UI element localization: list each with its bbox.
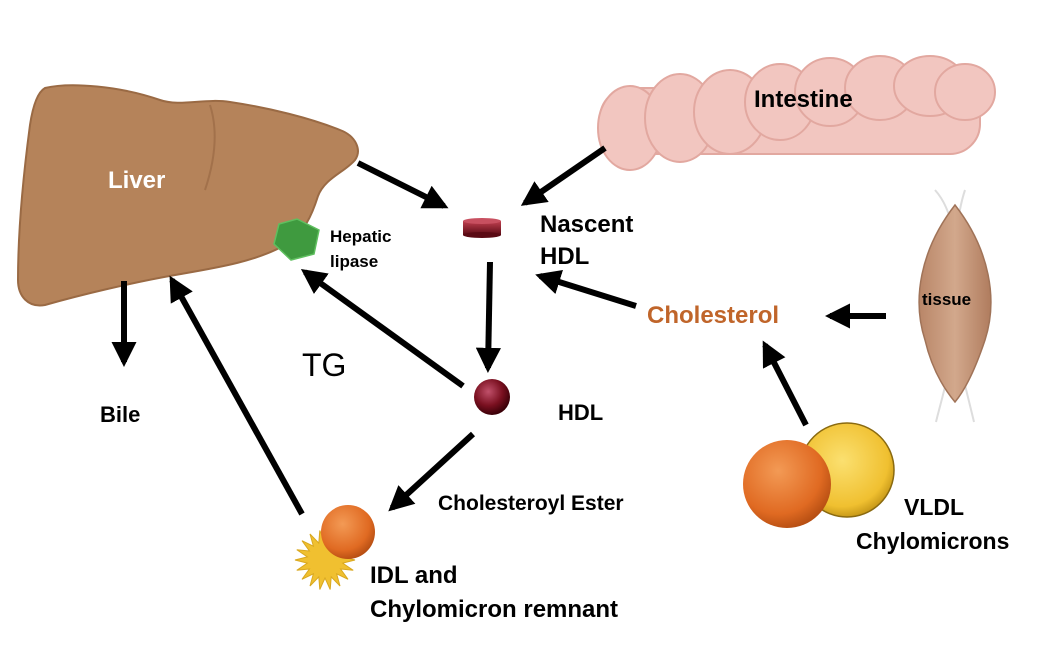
- vldl-label-line1: VLDL: [904, 494, 964, 520]
- arrow-idl-to-liver: [169, 275, 305, 516]
- arrow-liver-to-nascent-hdl: [356, 160, 449, 209]
- arrow-hdl-to-idl: [388, 431, 476, 512]
- arrow-intestine-to-nascent-hdl: [520, 145, 607, 206]
- liver-label: Liver: [108, 167, 165, 194]
- intestine-organ: [597, 55, 996, 171]
- vldl-label-line2: Chylomicrons: [856, 528, 1009, 554]
- tg-label: TG: [302, 347, 346, 383]
- hepatic-lipase-label-line2: lipase: [330, 252, 378, 271]
- idl-label-line2: Chylomicron remnant: [370, 596, 618, 623]
- nascent-hdl-label-line1: Nascent: [540, 211, 633, 238]
- cholesteryl-ester-label: Cholesteroyl Ester: [438, 492, 624, 515]
- hepatic-lipase-shape: [273, 218, 320, 261]
- tissue-fiber: [918, 189, 992, 423]
- arrow-group: [111, 145, 886, 516]
- arrow-nascent-to-hdl: [475, 261, 501, 374]
- hdl-label: HDL: [558, 400, 603, 425]
- nascent-hdl-disc: [463, 218, 501, 238]
- arrow-hdl-to-hepatic-lipase: [300, 269, 465, 389]
- hepatic-lipase-label-line1: Hepatic: [330, 227, 391, 246]
- nascent-hdl-label-line2: HDL: [540, 243, 589, 270]
- vldl-chylomicron-particles: [743, 422, 895, 528]
- arrow-vldl-to-cholesterol: [762, 340, 809, 427]
- hdl-particle: [474, 379, 510, 415]
- idl-remnant-particle: [294, 505, 375, 590]
- arrow-cholesterol-to-nascent-hdl: [535, 269, 637, 309]
- idl-label-line1: IDL and: [370, 562, 458, 589]
- bile-label: Bile: [100, 402, 140, 427]
- tissue-label: tissue: [922, 290, 971, 309]
- intestine-label: Intestine: [754, 86, 853, 113]
- cholesterol-label: Cholesterol: [647, 302, 779, 329]
